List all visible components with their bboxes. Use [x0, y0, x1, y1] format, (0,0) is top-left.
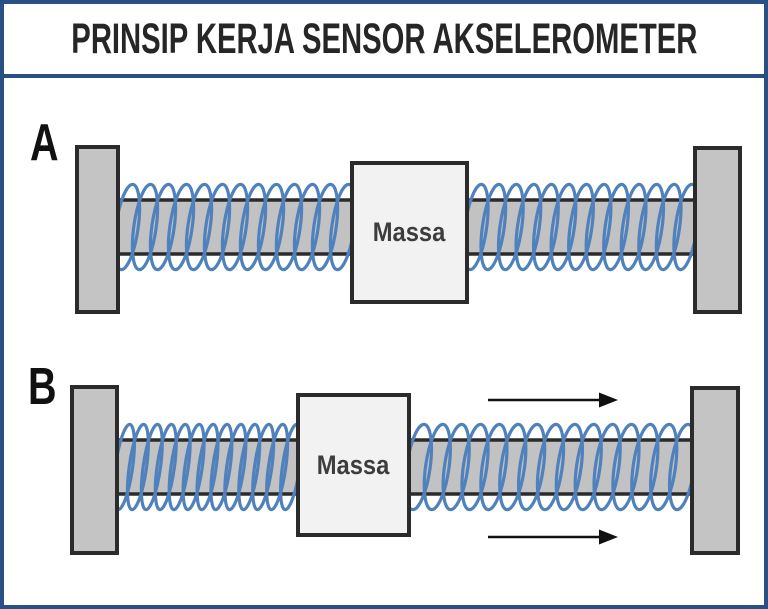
spring-coil — [166, 182, 196, 272]
spring-coil — [535, 422, 566, 512]
panel-b-label: B — [28, 357, 57, 416]
spring-coil — [130, 182, 160, 272]
spring-coil — [602, 182, 630, 272]
spring-coil — [479, 422, 509, 512]
arrow-top-head-icon — [599, 392, 618, 408]
mass-label-b: Massa — [317, 451, 390, 481]
mass-block-a: Massa — [350, 161, 469, 304]
panel-a: A Massa — [30, 113, 742, 314]
spring-coil — [251, 422, 276, 512]
mass-block-b: Massa — [296, 393, 411, 537]
spring-coil — [649, 422, 679, 512]
spring-coil — [532, 182, 560, 272]
spring-coil — [195, 422, 220, 512]
spring-coil — [274, 182, 304, 272]
panel-b: B Massa — [28, 357, 740, 555]
spring-coil — [125, 422, 150, 512]
spring-coil — [202, 182, 232, 272]
spring-coil — [139, 422, 164, 512]
spring-coil — [220, 182, 250, 272]
poster-title: PRINSIP KERJA SENSOR AKSELEROMETER — [70, 14, 698, 63]
spring-coil — [148, 182, 178, 272]
spring-coil — [441, 422, 471, 512]
spring-coil — [422, 422, 452, 512]
acceleration-arrow-bottom — [488, 529, 618, 545]
mass-box-a — [350, 161, 469, 304]
spring-coil — [223, 422, 248, 512]
panel-a-label: A — [30, 113, 59, 172]
spring-coil — [496, 182, 525, 272]
spring-coil — [256, 182, 286, 272]
spring-coil — [549, 182, 578, 272]
spring-coil — [630, 422, 660, 512]
spring-coil — [498, 422, 528, 512]
wall-b-left — [70, 385, 119, 555]
spring-coil — [637, 182, 666, 272]
spring-coil — [209, 422, 234, 512]
mass-label-a: Massa — [373, 218, 446, 248]
spring-coil — [573, 422, 603, 512]
wall-a-left — [75, 145, 120, 314]
spring-coil — [592, 422, 622, 512]
arrow-bottom-head-icon — [599, 529, 618, 545]
spring-coil — [654, 182, 683, 272]
spring-coil — [516, 422, 547, 512]
spring-a-left — [112, 182, 358, 272]
spring-coil — [460, 422, 490, 512]
spring-coil — [514, 182, 543, 272]
spring-coil — [184, 182, 214, 272]
spring-coil — [619, 182, 648, 272]
spring-coil — [238, 182, 268, 272]
spring-coil — [237, 422, 262, 512]
spring-coil — [167, 422, 192, 512]
spring-coil — [292, 182, 322, 272]
spring-coil — [611, 422, 641, 512]
spring-coil — [479, 182, 508, 272]
spring-coil — [181, 422, 206, 512]
wall-b-right — [690, 386, 740, 555]
mass-box-b — [296, 393, 411, 537]
spring-coil — [310, 182, 340, 272]
spring-coil — [265, 422, 290, 512]
spring-coil — [584, 182, 613, 272]
wall-a-right — [693, 146, 742, 314]
title-bar: PRINSIP KERJA SENSOR AKSELEROMETER — [4, 4, 764, 78]
acceleration-arrow-top — [488, 392, 618, 408]
spring-coil — [554, 422, 585, 512]
spring-coil — [153, 422, 178, 512]
spring-coil — [567, 182, 595, 272]
